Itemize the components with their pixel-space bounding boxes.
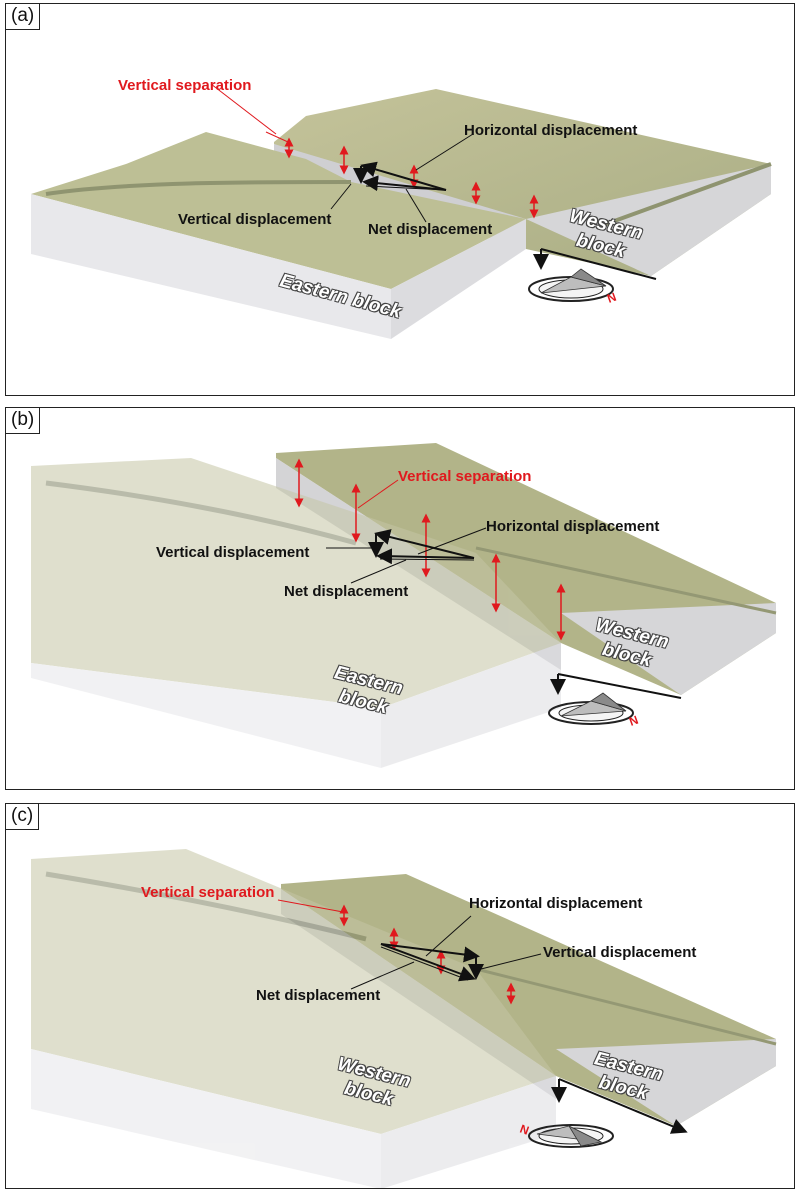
block-diagram-c: N [31, 849, 777, 1188]
vertical-displacement-label: Vertical displacement [156, 544, 310, 561]
horizontal-displacement-label: Horizontal displacement [464, 122, 638, 139]
net-displacement-label: Net displacement [368, 221, 493, 238]
panel-b: (b) [5, 407, 795, 790]
block-diagram-a: N [31, 83, 772, 339]
panel-label: (c) [6, 804, 40, 830]
displacement-arrows-b [326, 527, 487, 584]
panel-label: (a) [6, 4, 41, 30]
net-displacement-label: Net displacement [284, 583, 409, 600]
net-displacement-label: Net displacement [256, 987, 381, 1004]
panel-c: (c) [5, 803, 795, 1189]
displacement-arrows-a [330, 133, 474, 223]
svg-text:N: N [605, 290, 618, 306]
block-diagram-b: N [31, 443, 777, 768]
panel-label: (b) [6, 408, 41, 434]
western-block-c [31, 849, 556, 1188]
vertical-separation-arrows-a [210, 83, 539, 219]
eastern-block-a [31, 132, 526, 339]
vertical-separation-label: Vertical separation [398, 468, 532, 485]
compass-icon: N [518, 1122, 614, 1148]
direction-arrows-a [533, 248, 657, 280]
displacement-arrows-c [350, 915, 542, 990]
vertical-displacement-label: Vertical displacement [543, 944, 697, 961]
compass-icon: N [528, 268, 618, 306]
panel-a: (a) [5, 3, 795, 396]
eastern-block-b [31, 458, 561, 768]
compass-icon: N [548, 692, 640, 729]
vertical-displacement-label: Vertical displacement [178, 211, 332, 228]
vertical-separation-label: Vertical separation [118, 77, 252, 94]
horizontal-displacement-label: Horizontal displacement [469, 895, 643, 912]
svg-text:N: N [627, 713, 640, 729]
direction-arrows-b [550, 673, 682, 699]
horizontal-displacement-label: Horizontal displacement [486, 518, 660, 535]
direction-arrows-c [551, 1078, 688, 1134]
vertical-separation-label: Vertical separation [141, 884, 275, 901]
